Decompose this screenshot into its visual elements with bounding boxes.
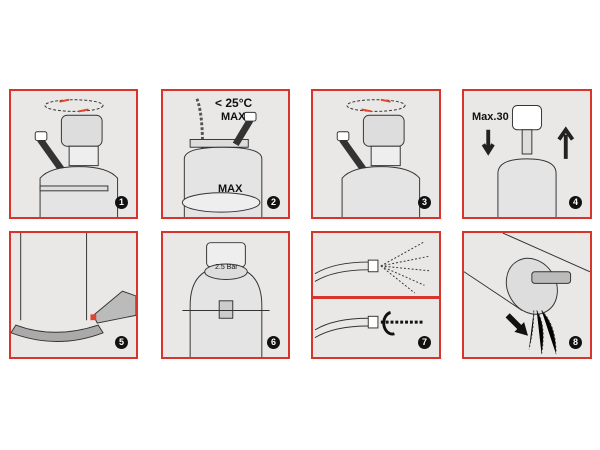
temperature-label: < 25°C [215, 96, 253, 110]
step-number-badge: 1 [115, 196, 128, 209]
sprayer-unscrew-illustration [34, 98, 119, 217]
max-level-label: MAX [218, 183, 243, 195]
step-number-badge: 2 [267, 196, 280, 209]
sprayer-close-illustration [336, 98, 421, 217]
step-number-badge: 5 [115, 336, 128, 349]
pump-count-label: Max.30 [472, 111, 509, 123]
step-6-panel: 2.5 Bar 6 [161, 231, 290, 359]
foot-stand-illustration [11, 233, 136, 342]
step-8-panel: 8 [462, 231, 592, 359]
step-5-panel: 5 [9, 231, 138, 359]
step-7-panel: 7 [311, 231, 441, 359]
max-fill-label: MAX [221, 111, 246, 123]
pressure-label: 2.5 Bar [215, 264, 238, 271]
step-number-badge: 6 [267, 336, 280, 349]
pressure-valve-illustration [182, 242, 270, 357]
step-3-panel: 3 [311, 89, 441, 219]
step-number-badge: 7 [418, 336, 431, 349]
panel-divider [311, 296, 441, 299]
sprayer-pump-illustration [481, 105, 575, 217]
nozzle-adjust-illustration [314, 241, 430, 339]
sprayer-fill-illustration [181, 98, 263, 217]
step-1-panel: 1 [9, 89, 138, 219]
step-number-badge: 3 [418, 196, 431, 209]
step-4-panel: Max.30 4 [462, 89, 592, 219]
step-2-panel: < 25°C MAX MAX 2 [161, 89, 290, 219]
step-number-badge: 4 [569, 196, 582, 209]
step-number-badge: 8 [569, 336, 582, 349]
drain-illustration [464, 233, 590, 355]
